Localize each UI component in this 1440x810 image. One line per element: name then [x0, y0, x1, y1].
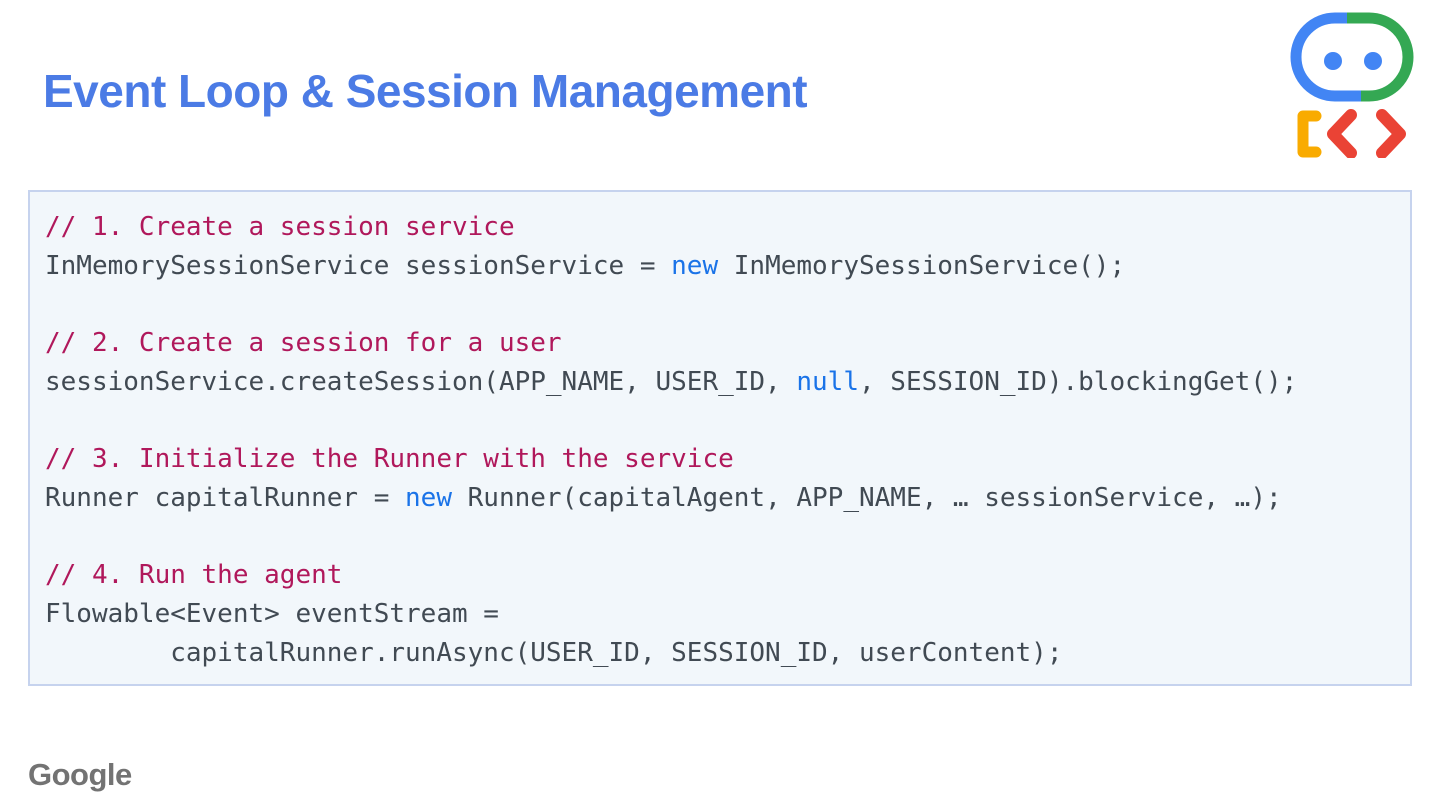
robot-eye-right [1364, 52, 1382, 70]
chevron-right-icon [1376, 109, 1406, 159]
code-line: sessionService.createSession(APP_NAME, U… [45, 363, 1400, 402]
code-segment-code: Runner(capitalAgent, APP_NAME, … session… [452, 482, 1282, 513]
code-segment-keyword: new [671, 250, 719, 281]
code-segment-keyword: null [796, 366, 859, 397]
chevron-left-icon [1327, 109, 1357, 159]
adk-robot-icon [1290, 12, 1414, 159]
code-line: InMemorySessionService sessionService = … [45, 247, 1400, 286]
google-logo: Google [28, 757, 132, 792]
code-segment-code: sessionService.createSession(APP_NAME, U… [45, 366, 797, 397]
code-segment-comment: // 1. Create a session service [45, 212, 515, 242]
code-segment-code: Runner capitalRunner = [45, 482, 406, 513]
code-line [45, 285, 1400, 324]
code-segment-code: InMemorySessionService(); [718, 250, 1126, 281]
robot-head-blue [1290, 12, 1361, 102]
robot-head-green [1347, 12, 1414, 102]
code-line [45, 402, 1400, 441]
code-line: Flowable<Event> eventStream = [45, 595, 1400, 634]
code-segment-code: capitalRunner.runAsync(USER_ID, SESSION_… [45, 637, 1063, 668]
code-segment-comment: // 4. Run the agent [45, 560, 343, 591]
bracket-icon [1297, 110, 1322, 158]
code-segment-comment: // 2. Create a session for a user [45, 328, 562, 359]
code-segment-keyword: new [405, 482, 452, 513]
code-segment-comment: // 3. Initialize the Runner with the ser… [45, 444, 734, 475]
code-line: // 2. Create a session for a user [45, 324, 1400, 363]
code-segment-code: InMemorySessionService sessionService = [45, 250, 672, 281]
robot-eye-left [1324, 52, 1342, 70]
code-segment-code: , SESSION_ID).blockingGet(); [858, 366, 1298, 397]
code-line: // 3. Initialize the Runner with the ser… [45, 440, 1400, 479]
code-line: capitalRunner.runAsync(USER_ID, SESSION_… [45, 634, 1400, 673]
code-segment-code: Flowable<Event> eventStream = [45, 599, 499, 630]
code-line: Runner capitalRunner = new Runner(capita… [45, 479, 1400, 518]
page-title: Event Loop & Session Management [43, 65, 808, 117]
code-line: // 1. Create a session service [45, 208, 1400, 247]
code-line: // 4. Run the agent [45, 556, 1400, 595]
code-line [45, 518, 1400, 557]
